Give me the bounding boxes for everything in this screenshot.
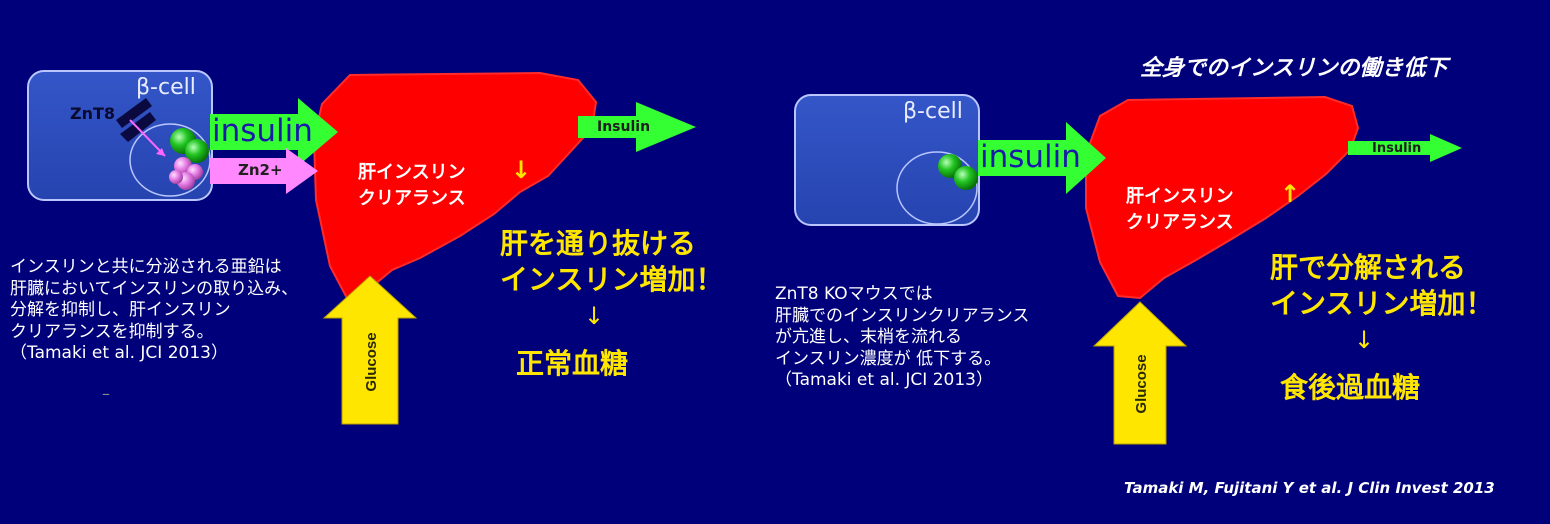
right-output-insulin-label: Insulin xyxy=(1372,141,1422,156)
left-clearance-down-icon: ↓ xyxy=(511,156,532,184)
right-note-line: 肝臓でのインスリンクリアランス xyxy=(775,305,1030,326)
right-clearance-up-icon: ↑ xyxy=(1280,180,1301,208)
left-glucose-label: Glucose xyxy=(363,332,380,391)
left-output-insulin-arrow xyxy=(578,102,696,152)
right-note-line: が亢進し、末梢を流れる xyxy=(775,327,962,347)
left-dash: – xyxy=(102,384,110,403)
left-note-line: インスリンと共に分泌される亜鉛は xyxy=(10,257,282,277)
left-result-line-2: インスリン増加！ xyxy=(500,263,724,296)
left-insulin-arrow-label: insulin xyxy=(212,113,313,149)
zinc-arrow-label: Zn2+ xyxy=(238,161,283,179)
left-cell-label: β-cell xyxy=(136,75,196,100)
right-output-insulin-arrow xyxy=(1348,134,1462,162)
left-output-insulin-label: Insulin xyxy=(597,119,651,135)
left-result-line-1: 肝を通り抜ける xyxy=(500,227,697,260)
right-note-line: インスリン濃度が 低下する。 xyxy=(775,348,1002,369)
right-note-line: ZnT8 KOマウスでは xyxy=(775,284,933,304)
right-liver-label-1: 肝インスリン xyxy=(1126,186,1234,207)
right-glucose-arrow xyxy=(1092,301,1188,445)
right-liver-shape xyxy=(1085,95,1360,300)
left-outcome: 正常血糖 xyxy=(516,347,629,380)
zinc-arrow xyxy=(210,148,318,194)
right-result-line-1: 肝で分解される xyxy=(1270,251,1467,284)
left-note-line: （Tamaki et al. JCI 2013） xyxy=(10,343,228,363)
left-insulin-arrow xyxy=(210,98,338,166)
citation: Tamaki M, Fujitani Y et al. J Clin Inves… xyxy=(1124,479,1495,497)
left-liver-shape xyxy=(312,71,598,302)
left-liver-label-1: 肝インスリン xyxy=(358,162,466,183)
left-note: インスリンと共に分泌される亜鉛は 肝臓においてインスリンの取り込み、 分解を抑制… xyxy=(10,257,298,365)
right-cell-label: β-cell xyxy=(903,99,963,124)
right-insulin-arrow-label: insulin xyxy=(980,139,1081,175)
right-result-arrow-icon: ↓ xyxy=(1354,326,1375,354)
left-result-arrow-icon: ↓ xyxy=(584,302,605,330)
right-insulin-arrow xyxy=(978,122,1106,194)
left-glucose-arrow xyxy=(322,275,418,425)
right-note-line: （Tamaki et al. JCI 2013） xyxy=(775,370,993,390)
znt8-pointer-arrow xyxy=(129,119,166,157)
left-note-line: 分解を抑制し、肝インスリン xyxy=(10,300,231,320)
left-liver-label-2: クリアランス xyxy=(358,188,466,209)
znt8-label: ZnT8 xyxy=(70,104,116,123)
right-heading: 全身でのインスリンの働き低下 xyxy=(1140,56,1448,81)
right-result-line-2: インスリン増加！ xyxy=(1270,287,1494,320)
right-note: ZnT8 KOマウスでは 肝臓でのインスリンクリアランス が亢進し、末梢を流れる… xyxy=(775,284,1029,392)
left-note-line: クリアランスを抑制する。 xyxy=(10,321,214,342)
right-liver-label-2: クリアランス xyxy=(1126,212,1234,233)
right-outcome: 食後過血糖 xyxy=(1280,371,1421,404)
right-cell-nucleus xyxy=(896,151,978,225)
right-glucose-label: Glucose xyxy=(1133,354,1150,413)
left-note-line: 肝臓においてインスリンの取り込み、 xyxy=(10,278,299,299)
